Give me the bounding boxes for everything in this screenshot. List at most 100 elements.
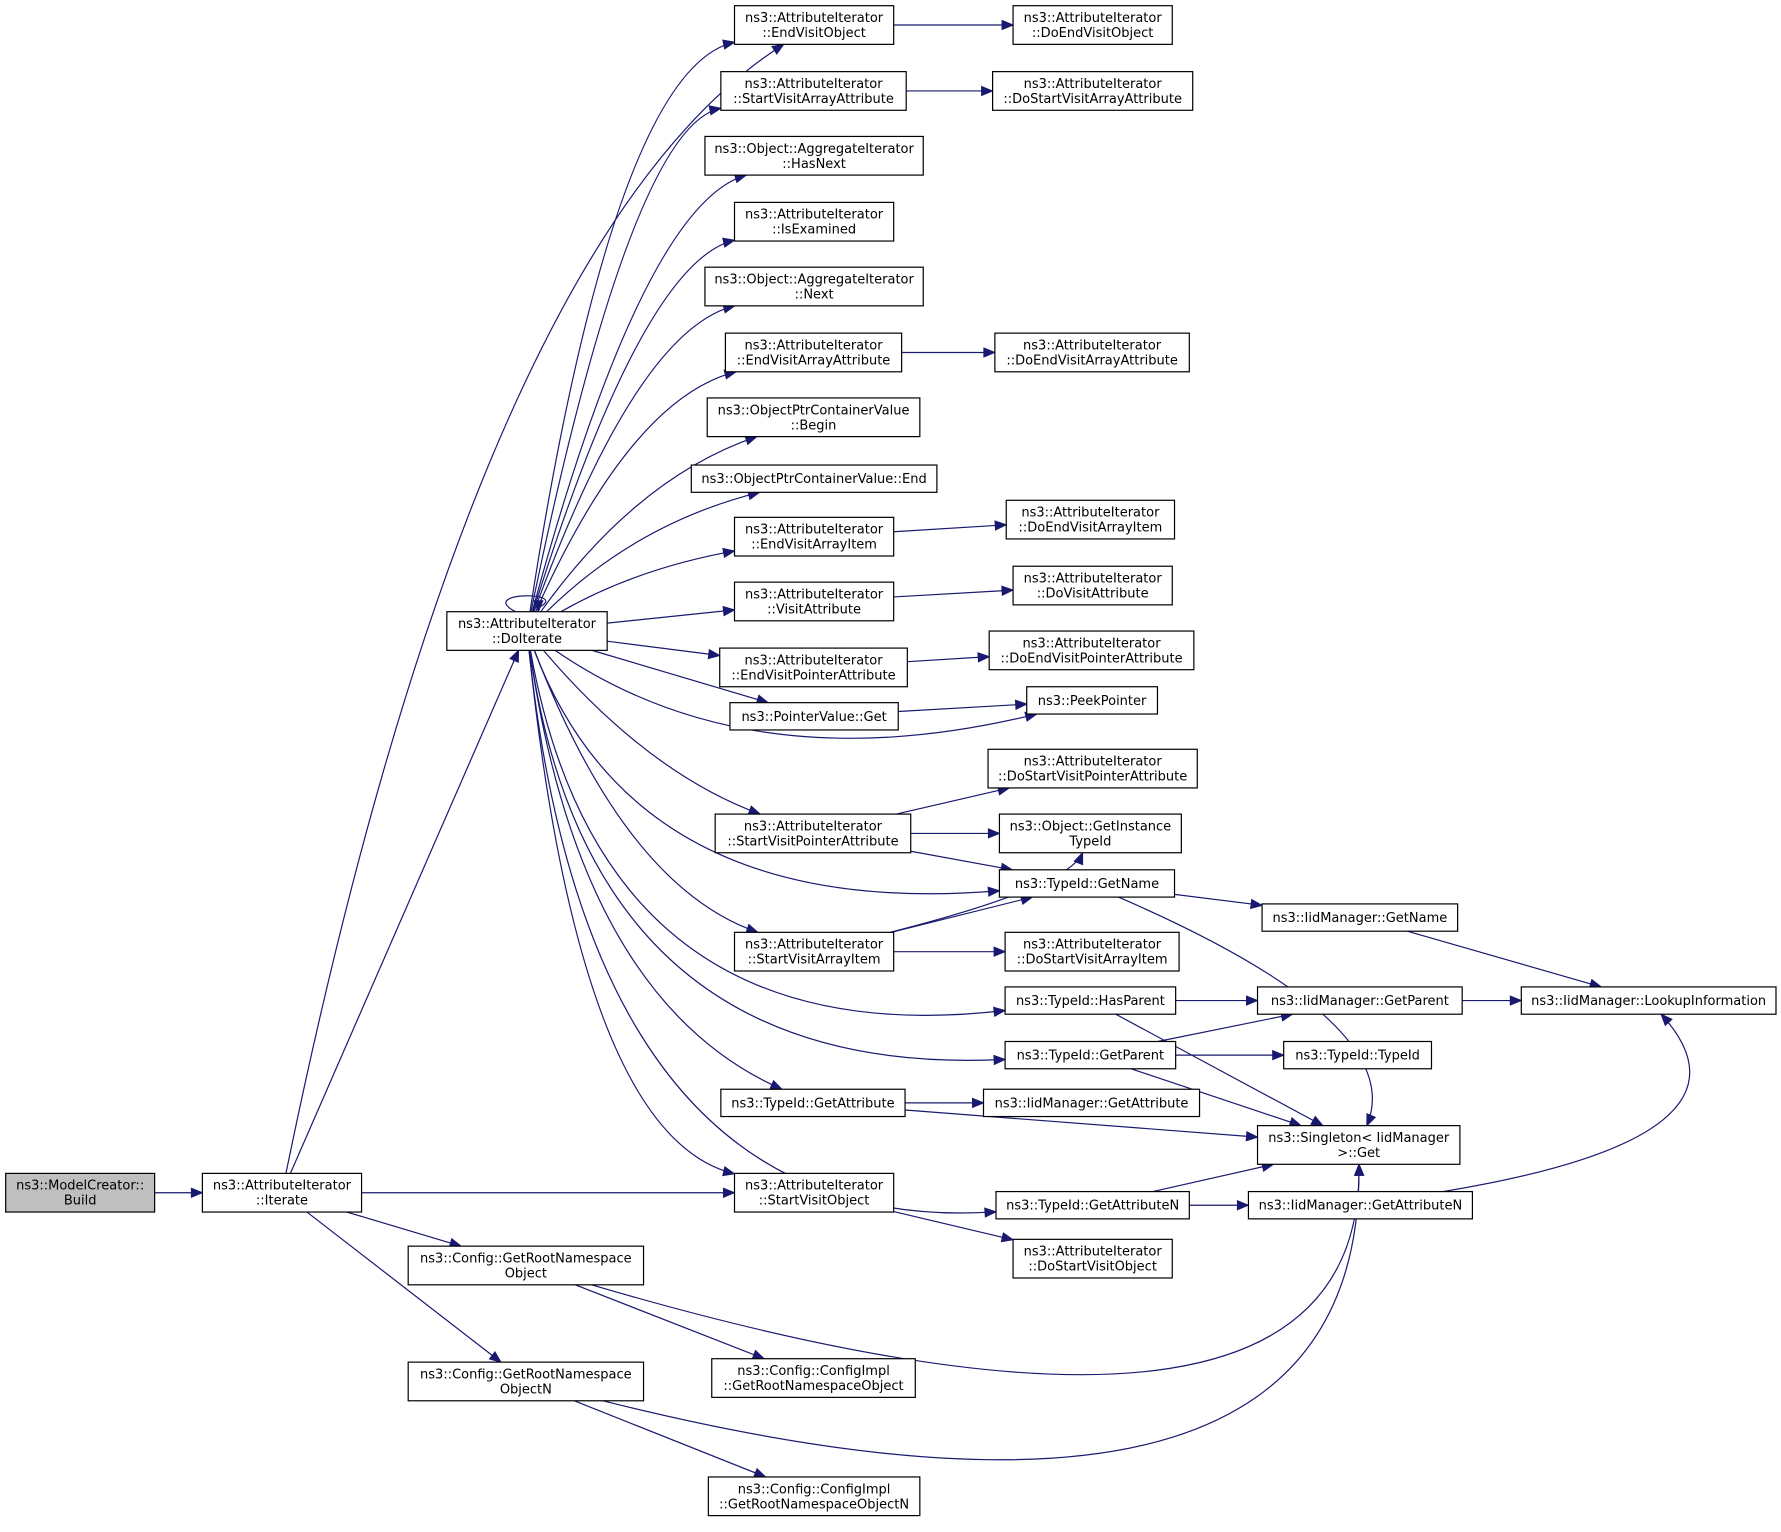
node-startvisitptrattr[interactable]: ns3::AttributeIterator::StartVisitPointe… [714,813,912,854]
edge-line [910,850,1013,871]
arrowhead-icon [1245,1131,1259,1142]
node-dostartvisitarrayitem[interactable]: ns3::AttributeIterator::DoStartVisitArra… [1004,931,1180,972]
node-isexamined[interactable]: ns3::AttributeIterator::IsExamined [733,201,895,242]
node-iidgetattributen[interactable]: ns3::IidManager::GetAttributeN [1247,1190,1474,1220]
edge-iidgetname-to-lookupinfo [1407,930,1603,989]
arrowhead-icon [722,39,736,50]
edge-getattributen-to-iidgetattributen [1189,1199,1250,1211]
arrowhead-icon [1236,1199,1250,1211]
node-startvisitobject[interactable]: ns3::AttributeIterator::StartVisitObject [733,1172,895,1213]
node-label: ns3::AttributeIterator [745,587,884,602]
node-getattributen[interactable]: ns3::TypeId::GetAttributeN [995,1190,1190,1220]
node-hasparent[interactable]: ns3::TypeId::HasParent [1004,986,1177,1015]
node-box [987,748,1198,789]
node-box [1012,5,1173,45]
node-build[interactable]: ns3::ModelCreator::Build [5,1172,156,1213]
node-label: ns3::Object::GetInstance [1010,819,1172,834]
node-box [1004,1040,1177,1070]
arrowhead-icon [722,237,736,248]
node-pointervalueget[interactable]: ns3::PointerValue::Get [729,702,899,731]
edge-getrootns-to-configimplgetroot [575,1284,766,1360]
arrowhead-icon [708,105,723,116]
node-dostartvisitarrayattr[interactable]: ns3::AttributeIterator::DoStartVisitArra… [992,71,1194,111]
node-box [1004,986,1177,1015]
node-visitattribute[interactable]: ns3::AttributeIterator::VisitAttribute [733,581,895,622]
node-box [988,630,1195,671]
node-box [1005,499,1176,540]
node-dovisitattribute[interactable]: ns3::AttributeIterator::DoVisitAttribute [1012,565,1173,606]
node-typeidgetname[interactable]: ns3::TypeId::GetName [998,869,1176,898]
node-getrootns[interactable]: ns3::Config::GetRootNamespaceObject [407,1245,645,1286]
edge-line [505,595,547,613]
node-iidgetname[interactable]: ns3::IidManager::GetName [1261,903,1459,932]
node-optrbegin[interactable]: ns3::ObjectPtrContainerValue::Begin [706,397,921,438]
node-box [690,464,938,493]
edge-endvisitobject-to-doendvisitobject [893,19,1015,31]
node-dostartvisitobject[interactable]: ns3::AttributeIterator::DoStartVisitObje… [1012,1238,1173,1279]
edge-line [289,650,520,1174]
edge-line [1118,896,1373,1126]
node-doendvisitarrayattr[interactable]: ns3::AttributeIterator::DoEndVisitArrayA… [994,332,1190,373]
node-startvisitarrayattr[interactable]: ns3::AttributeIterator::StartVisitArrayA… [720,71,907,111]
node-peekpointer[interactable]: ns3::PeekPointer [1026,686,1159,715]
edge-line [907,656,990,663]
node-doiterate[interactable]: ns3::AttributeIterator::DoIterate [446,611,608,651]
node-box [1256,986,1463,1015]
edge-line [306,1211,502,1363]
node-getattribute[interactable]: ns3::TypeId::GetAttribute [720,1088,906,1118]
node-doendvisitptrattr[interactable]: ns3::AttributeIterator::DoEndVisitPointe… [988,630,1195,671]
edge-line [607,640,720,657]
edge-getattribute-to-iidgetattribute [905,1097,985,1109]
edge-line [1115,1013,1324,1127]
arrowhead-icon [707,648,722,660]
node-box [733,201,895,242]
node-startvisitarrayitem[interactable]: ns3::AttributeIterator::StartVisitArrayI… [733,931,895,972]
edge-startvisitptrattr-to-dostartvisitptrattr [896,785,1011,815]
node-iidgetparent[interactable]: ns3::IidManager::GetParent [1256,986,1463,1015]
node-endvisitarrayitem[interactable]: ns3::AttributeIterator::EndVisitArrayIte… [733,516,895,557]
node-dostartvisitptrattr[interactable]: ns3::AttributeIterator::DoStartVisitPoin… [987,748,1198,789]
node-endvisitarrayattr[interactable]: ns3::AttributeIterator::EndVisitArrayAtt… [724,332,903,373]
node-doendvisitobject[interactable]: ns3::AttributeIterator::DoEndVisitObject [1012,5,1173,45]
arrowhead-icon [769,1079,784,1090]
node-label: ns3::TypeId::GetAttributeN [1006,1199,1179,1214]
node-lookupinfo[interactable]: ns3::IidManager::LookupInformation [1520,986,1777,1015]
node-box [1520,986,1777,1015]
edge-iterate-to-getrootnsn [306,1211,502,1363]
node-label: ::Next [795,288,834,303]
node-singletonget[interactable]: ns3::Singleton< IidManager>::Get [1256,1125,1461,1165]
edge-getrootnsn-to-singletonget [602,1162,1365,1461]
node-aggr_next[interactable]: ns3::Object::AggregateIterator::Next [704,266,924,307]
edge-line [896,787,1010,815]
edge-line [1442,1013,1691,1193]
node-iidgetattribute[interactable]: ns3::IidManager::GetAttribute [982,1088,1201,1118]
arrowhead-icon [752,1467,767,1478]
node-endvisitptrattr[interactable]: ns3::AttributeIterator::EndVisitPointerA… [719,647,908,688]
node-label: ::DoStartVisitObject [1028,1260,1157,1275]
edge-doiterate-to-pointervalueget [591,649,770,705]
node-label: ns3::ObjectPtrContainerValue::End [701,472,926,487]
edge-doiterate-to-startvisitobject [528,650,736,1177]
node-endvisitobject[interactable]: ns3::AttributeIterator::EndVisitObject [733,5,895,45]
node-label: ns3::AttributeIterator [1024,77,1163,92]
node-label: ns3::PointerValue::Get [741,710,886,725]
node-box [998,869,1176,898]
edge-startvisitarrayitem-to-dostartvisitarrayitem [893,946,1007,957]
edge-doiterate-to-aggr_hasnext [531,173,748,612]
node-box [729,702,899,731]
node-optrend[interactable]: ns3::ObjectPtrContainerValue::End [690,464,938,493]
edge-line [546,491,760,613]
node-configimplgetrootn[interactable]: ns3::Config::ConfigImpl::GetRootNamespac… [707,1476,921,1517]
node-label: ns3::Config::GetRootNamespace [420,1251,632,1266]
node-box [995,1190,1190,1220]
node-configimplgetroot[interactable]: ns3::Config::ConfigImpl::GetRootNamespac… [711,1358,916,1398]
node-iterate[interactable]: ns3::AttributeIterator::Iterate [201,1172,363,1213]
node-typeidctor[interactable]: ns3::TypeId::TypeId [1283,1040,1433,1070]
node-getparent[interactable]: ns3::TypeId::GetParent [1004,1040,1177,1070]
edge-getparent-to-typeidctor [1175,1049,1285,1061]
node-getrootnsn[interactable]: ns3::Config::GetRootNamespaceObjectN [407,1361,645,1402]
node-aggr_hasnext[interactable]: ns3::Object::AggregateIterator::HasNext [704,135,924,176]
node-label: ::EndVisitPointerAttribute [731,668,895,683]
node-doendvisitarrayitem[interactable]: ns3::AttributeIterator::DoEndVisitArrayI… [1005,499,1176,540]
